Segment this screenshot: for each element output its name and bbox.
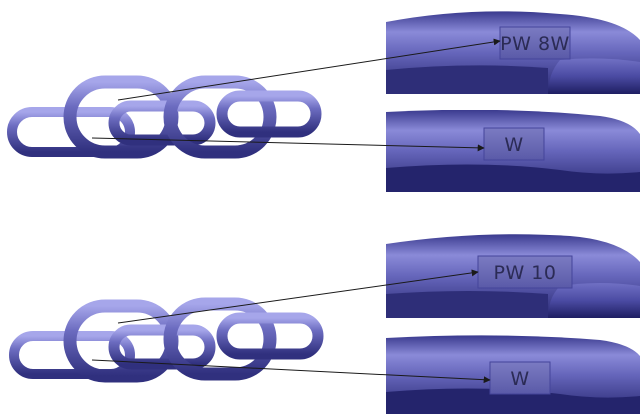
- chain-top: [7, 75, 322, 159]
- stamp-text: PW 8W: [500, 33, 570, 55]
- arrow-bottom-w: [91, 359, 491, 384]
- arrow-bottom-pw10: [117, 269, 479, 324]
- stamp-plate: [477, 255, 573, 289]
- stamp-plate: [489, 361, 551, 395]
- arrow-top-w: [91, 137, 485, 152]
- stamp-text: W: [504, 134, 523, 156]
- stamp-plate: [483, 127, 545, 161]
- chain-bottom: [9, 297, 324, 383]
- arrow-top-pw8w: [117, 38, 501, 101]
- stamp-text: W: [510, 368, 529, 390]
- detail-panel-bottom-2: W: [386, 334, 640, 414]
- callout-arrows: [91, 38, 501, 384]
- detail-panel-top-2: W: [386, 110, 640, 192]
- detail-panel-bottom-1: PW 10: [386, 230, 640, 318]
- stamp-plate: [499, 26, 571, 60]
- detail-panel-top-1: PW 8W: [386, 10, 640, 94]
- stamp-text: PW 10: [494, 262, 557, 284]
